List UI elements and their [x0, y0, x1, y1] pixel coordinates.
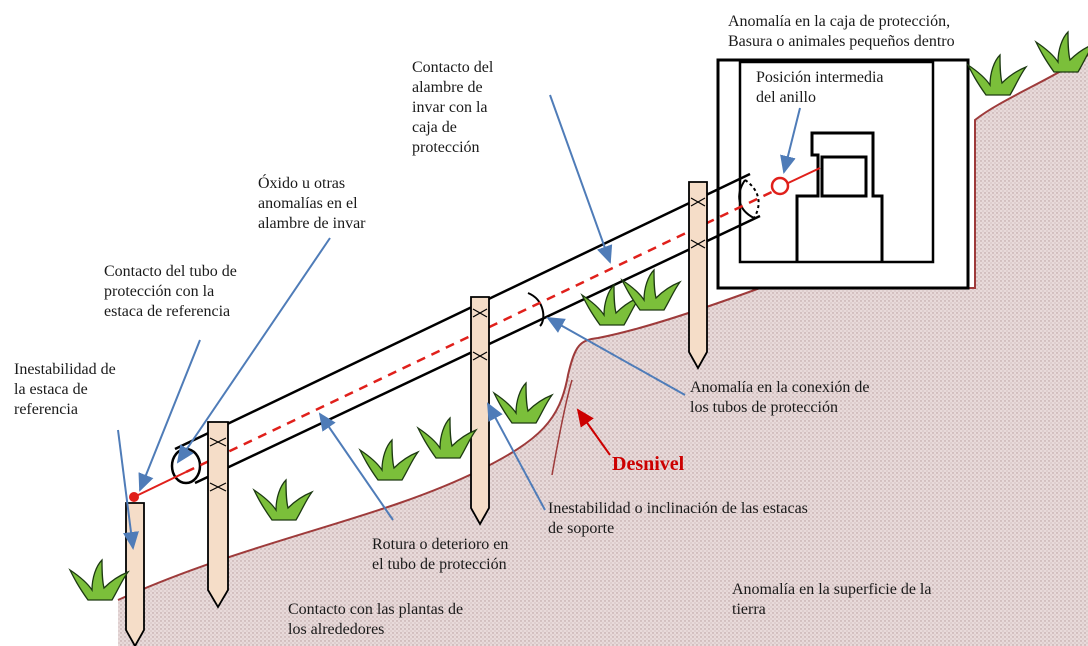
stake-icon [207, 421, 229, 609]
arrow-rust [176, 237, 331, 464]
slope-step [551, 379, 573, 476]
arrow-tube-connection [546, 317, 686, 396]
arrow-tube-stake [138, 339, 201, 492]
annotation-arrows [117, 94, 801, 550]
arrow-slope [576, 408, 611, 456]
text-labels: Anomalía en la caja de protección,Basura… [14, 13, 955, 638]
arrow-ring [780, 107, 801, 174]
stake-icon [688, 181, 708, 370]
plant-icon [252, 478, 314, 521]
ring-icon [770, 176, 790, 196]
arrow-tube-breakage [318, 412, 394, 521]
plant-icon [416, 416, 478, 459]
stake-icon [470, 296, 490, 526]
arrow-support-stakes [487, 402, 546, 511]
ground-terrain [118, 55, 1088, 646]
plant-icon [68, 558, 130, 601]
stake-icon [125, 502, 145, 646]
slope-label: Desnivel [612, 453, 685, 475]
plant-icon [966, 53, 1028, 96]
plants [68, 30, 1088, 601]
reference-point-dot [129, 492, 139, 502]
plant-icon [620, 268, 682, 311]
plant-icon [492, 381, 554, 424]
arrow-wire-contact [549, 94, 613, 264]
plant-icon [358, 438, 420, 481]
arrow-ref-stake [117, 429, 139, 550]
support-stakes-label: Inestabilidad o inclinación de las estac… [548, 500, 808, 537]
box-anomaly-label: Anomalía en la caja de protección,Basura… [728, 13, 955, 50]
ground-surface-line [117, 54, 1088, 601]
plant-icon [1034, 30, 1088, 73]
protection-box-icon [716, 58, 970, 290]
